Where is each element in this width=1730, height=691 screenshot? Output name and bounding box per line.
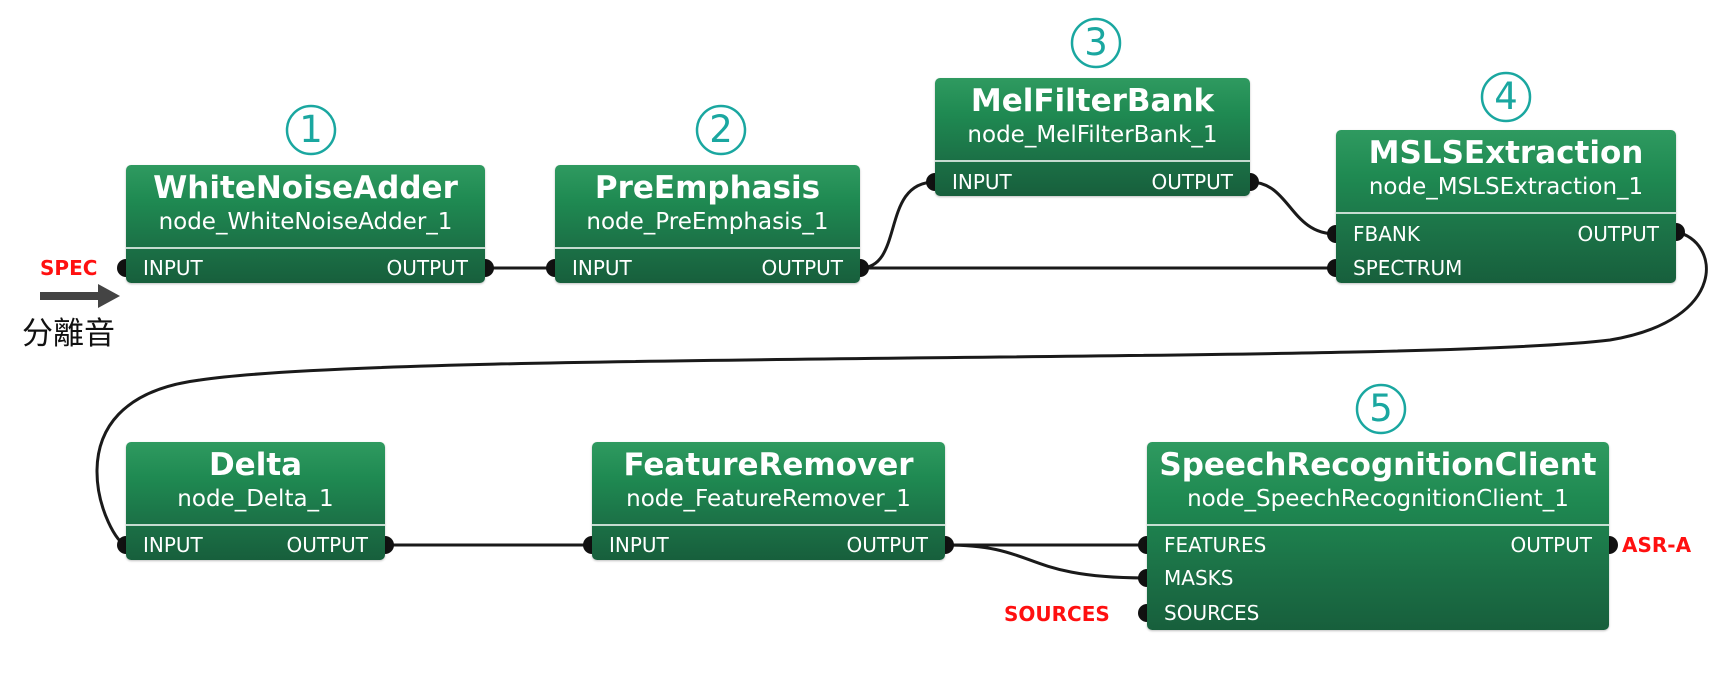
step-badge-4: 4 bbox=[1480, 71, 1532, 123]
sources-port-label: SOURCES bbox=[1164, 601, 1260, 625]
wire-melfilterbank-to-msls-fbank bbox=[1249, 180, 1337, 236]
input-port-label: INPUT bbox=[572, 256, 632, 280]
input-port-label: INPUT bbox=[143, 256, 203, 280]
node-instance-name: node_WhiteNoiseAdder_1 bbox=[158, 209, 453, 235]
separated-sound-note: 分離音 bbox=[22, 316, 115, 352]
step-badge-5: 5 bbox=[1355, 383, 1407, 435]
output-port-label: OUTPUT bbox=[846, 533, 928, 557]
step-number: 2 bbox=[709, 108, 733, 151]
spec-input-label: SPEC bbox=[40, 256, 98, 280]
step-number: 3 bbox=[1084, 21, 1108, 64]
node-featureremover[interactable]: FeatureRemover node_FeatureRemover_1 INP… bbox=[592, 442, 945, 560]
node-title: SpeechRecognitionClient bbox=[1159, 447, 1597, 483]
node-instance-name: node_MSLSExtraction_1 bbox=[1368, 174, 1644, 200]
masks-port-label: MASKS bbox=[1164, 566, 1234, 590]
input-arrow-head bbox=[98, 284, 120, 308]
output-port-label: OUTPUT bbox=[286, 533, 368, 557]
features-port-label: FEATURES bbox=[1164, 533, 1267, 557]
step-number: 5 bbox=[1369, 387, 1393, 430]
output-port-label: OUTPUT bbox=[1151, 170, 1233, 194]
node-title: FeatureRemover bbox=[623, 447, 914, 483]
node-header: FeatureRemover node_FeatureRemover_1 bbox=[592, 442, 945, 526]
step-badge-1: 1 bbox=[285, 104, 337, 156]
output-port-label: OUTPUT bbox=[1577, 222, 1659, 246]
output-port-label: OUTPUT bbox=[1510, 533, 1592, 557]
step-badge-3: 3 bbox=[1070, 17, 1122, 69]
node-title: PreEmphasis bbox=[594, 170, 821, 206]
node-instance-name: node_PreEmphasis_1 bbox=[586, 209, 829, 235]
node-title: WhiteNoiseAdder bbox=[153, 170, 458, 206]
node-title: MelFilterBank bbox=[970, 83, 1215, 119]
spectrum-port-label: SPECTRUM bbox=[1353, 256, 1463, 280]
node-instance-name: node_MelFilterBank_1 bbox=[967, 122, 1218, 148]
node-header: Delta node_Delta_1 bbox=[126, 442, 385, 526]
node-header: MelFilterBank node_MelFilterBank_1 bbox=[935, 78, 1250, 162]
node-header: MSLSExtraction node_MSLSExtraction_1 bbox=[1336, 130, 1676, 214]
input-port-label: INPUT bbox=[609, 533, 669, 557]
node-instance-name: node_SpeechRecognitionClient_1 bbox=[1187, 486, 1569, 512]
wire-preemphasis-to-melfilterbank bbox=[859, 180, 936, 270]
node-preemphasis[interactable]: PreEmphasis node_PreEmphasis_1 INPUT OUT… bbox=[555, 165, 860, 283]
node-header: SpeechRecognitionClient node_SpeechRecog… bbox=[1147, 442, 1609, 526]
wire-featureremover-to-masks bbox=[944, 543, 1148, 580]
output-port-label: OUTPUT bbox=[386, 256, 468, 280]
node-header: WhiteNoiseAdder node_WhiteNoiseAdder_1 bbox=[126, 165, 485, 249]
node-title: Delta bbox=[208, 447, 303, 483]
sources-input-label: SOURCES bbox=[1004, 602, 1110, 626]
wire-msls-to-delta bbox=[95, 230, 1708, 547]
step-badge-2: 2 bbox=[695, 104, 747, 156]
node-delta[interactable]: Delta node_Delta_1 INPUT OUTPUT bbox=[126, 442, 385, 560]
node-whitenoiseadder[interactable]: WhiteNoiseAdder node_WhiteNoiseAdder_1 I… bbox=[126, 165, 485, 283]
output-port-label: OUTPUT bbox=[761, 256, 843, 280]
node-melfilterbank[interactable]: MelFilterBank node_MelFilterBank_1 INPUT… bbox=[935, 78, 1250, 196]
fbank-port-label: FBANK bbox=[1353, 222, 1420, 246]
node-speechrecognitionclient[interactable]: SpeechRecognitionClient node_SpeechRecog… bbox=[1147, 442, 1609, 630]
input-port-label: INPUT bbox=[952, 170, 1012, 194]
node-instance-name: node_Delta_1 bbox=[177, 486, 334, 512]
step-number: 4 bbox=[1494, 75, 1518, 118]
input-port-label: INPUT bbox=[143, 533, 203, 557]
step-number: 1 bbox=[299, 108, 323, 151]
node-header: PreEmphasis node_PreEmphasis_1 bbox=[555, 165, 860, 249]
node-mslsextraction[interactable]: MSLSExtraction node_MSLSExtraction_1 FBA… bbox=[1336, 130, 1676, 283]
asr-output-label: ASR-A bbox=[1622, 533, 1692, 557]
node-title: MSLSExtraction bbox=[1368, 135, 1644, 171]
node-instance-name: node_FeatureRemover_1 bbox=[626, 486, 911, 512]
